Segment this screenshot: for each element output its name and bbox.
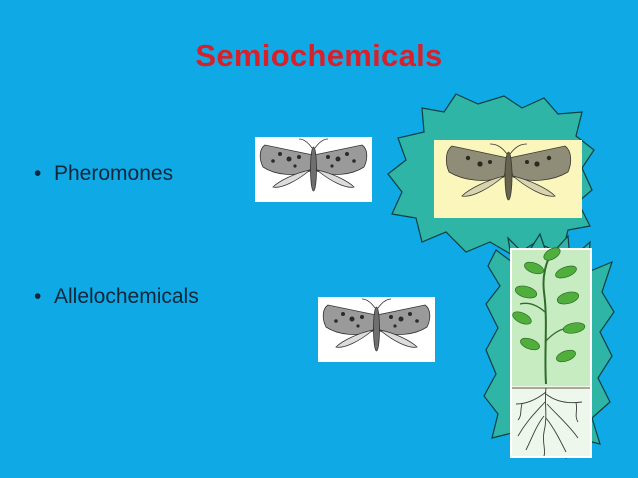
moth-icon [322, 298, 431, 352]
bullet-text: Allelochemicals [54, 285, 199, 308]
moth-image-allelochemicals [318, 297, 435, 362]
splash-shape-icon [387, 93, 595, 257]
bullet-symbol: • [34, 162, 42, 185]
plant-image [482, 232, 616, 460]
moth-image-pheromones [255, 137, 372, 202]
highlighted-moth-splash [386, 92, 596, 257]
bullet-pheromones: • Pheromones [34, 162, 173, 186]
bullet-text: Pheromones [54, 162, 174, 185]
bullet-symbol: • [34, 285, 42, 308]
slide-title: Semiochemicals [195, 38, 443, 73]
plant-icon [483, 232, 615, 459]
bullet-allelochemicals: • Allelochemicals [34, 285, 199, 309]
moth-icon [259, 138, 368, 192]
